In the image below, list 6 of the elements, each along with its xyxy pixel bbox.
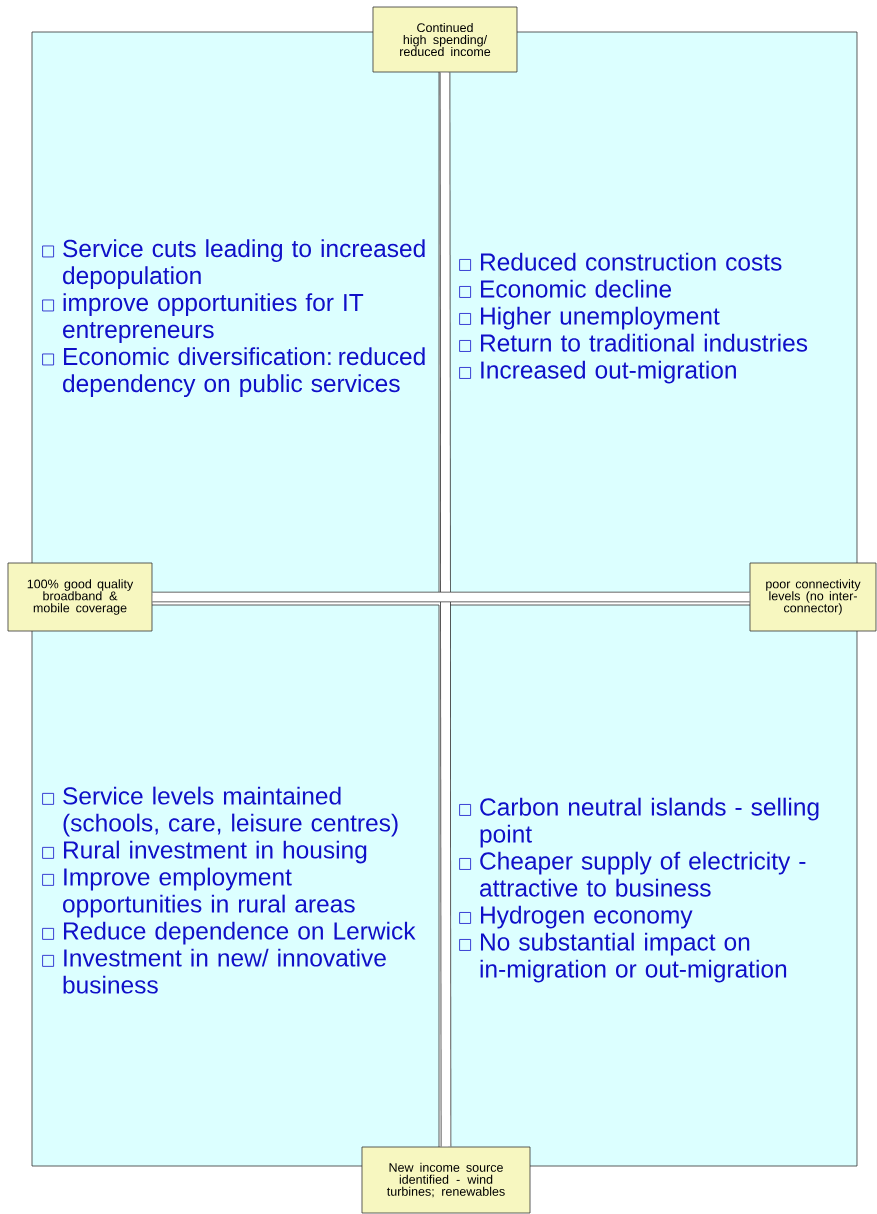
- axis-label: Continued high spending/ reduced income: [372, 6, 518, 73]
- axis-line: [152, 591, 750, 603]
- axis-line: [439, 72, 452, 1147]
- axis-label: New income source identified - wind turbines; renewables: [361, 1146, 531, 1214]
- axis-label: poor connectivity levels (no inter-connector): [749, 562, 877, 632]
- axis-label: 100% good quality broadband & mobile coverage: [7, 562, 153, 632]
